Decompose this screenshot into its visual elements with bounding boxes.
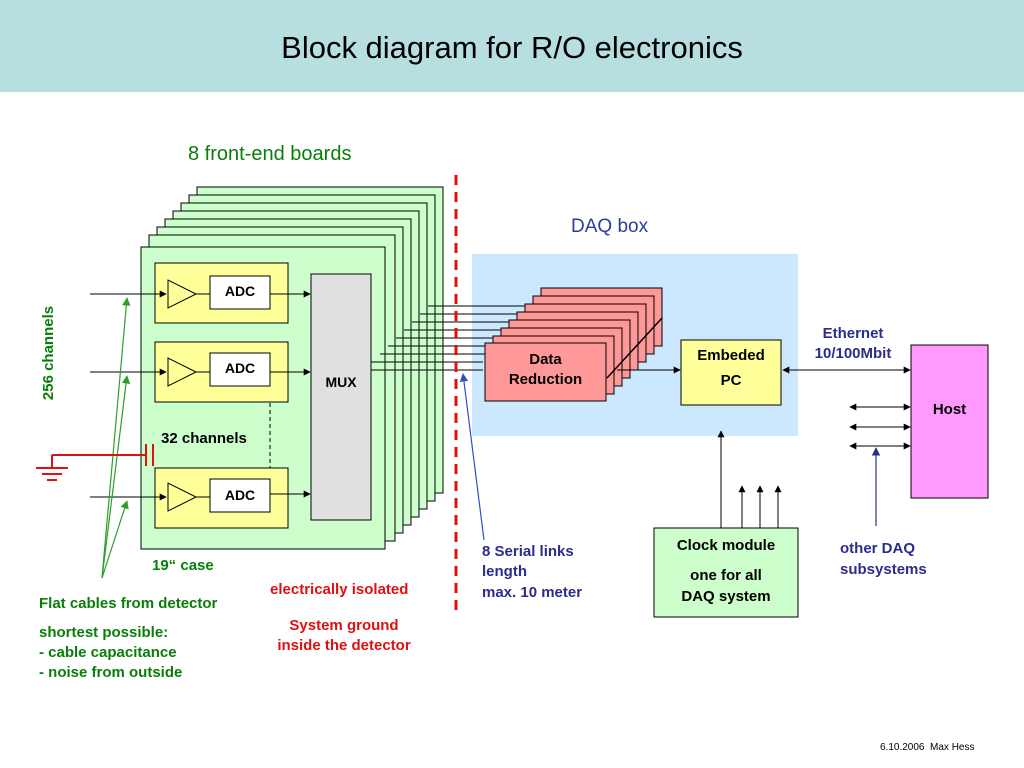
data-reduction-stack <box>484 287 663 402</box>
host-box <box>910 344 989 499</box>
ethernet-label-1: Ethernet <box>822 325 884 342</box>
adc-label-2: ADC <box>224 360 256 376</box>
adc-box-2 <box>209 352 271 387</box>
clock-label-3: DAQ system <box>681 588 771 605</box>
adc-box-3 <box>209 478 271 513</box>
mux-box <box>310 273 372 521</box>
embedded-pc-box <box>680 339 782 406</box>
page-title: Block diagram for R/O electronics <box>281 30 743 65</box>
front-end-boards-label: 8 front-end boards <box>188 143 352 165</box>
amplifier-icon <box>167 357 198 387</box>
other-daq-label-1: other DAQ <box>840 540 915 557</box>
data-reduction-label-2: Reduction <box>508 371 583 388</box>
data-reduction-label-1: Data <box>529 351 562 368</box>
channels-32-label: 32 channels <box>161 430 247 447</box>
other-daq-label-2: subsystems <box>840 561 927 578</box>
shortest-item-2: - noise from outside <box>39 664 183 681</box>
shortest-item-1: - cable capacitance <box>39 644 177 661</box>
pc-label-2: PC <box>720 372 742 389</box>
shortest-title: shortest possible: <box>39 624 169 641</box>
daq-box-label: DAQ box <box>571 216 649 237</box>
flat-cables-label: Flat cables from detector <box>39 595 218 612</box>
adc-box-1 <box>209 275 271 310</box>
electrically-isolated-label: electrically isolated <box>270 581 409 598</box>
serial-links-label-1: 8 Serial links <box>482 543 574 560</box>
amplifier-icon <box>167 482 198 512</box>
footer-text: 6.10.2006 Max Hess <box>880 742 975 753</box>
title-bar: Block diagram for R/O electronics <box>0 0 1024 92</box>
case-label: 19“ case <box>152 557 214 574</box>
serial-links-label-3: max. 10 meter <box>482 584 583 601</box>
clock-label-1: Clock module <box>676 537 776 554</box>
clock-label-2: one for all <box>690 567 762 584</box>
system-ground-label-2: inside the detector <box>277 637 411 654</box>
adc-label-1: ADC <box>224 283 256 299</box>
pc-label-1: Embeded <box>697 347 765 364</box>
data-reduction-box <box>484 342 607 402</box>
serial-links <box>371 305 539 371</box>
amplifier-icon <box>167 279 198 309</box>
ethernet-label-2: 10/100Mbit <box>814 345 892 362</box>
system-ground-label-1: System ground <box>289 617 399 634</box>
adc-label-3: ADC <box>224 487 256 503</box>
mux-label: MUX <box>325 374 357 390</box>
ground-icon <box>36 444 154 481</box>
clock-module-box <box>653 527 799 618</box>
serial-links-label-2: length <box>482 563 527 580</box>
host-label: Host <box>932 401 967 418</box>
channels-256-label: 256 channels <box>40 305 57 401</box>
